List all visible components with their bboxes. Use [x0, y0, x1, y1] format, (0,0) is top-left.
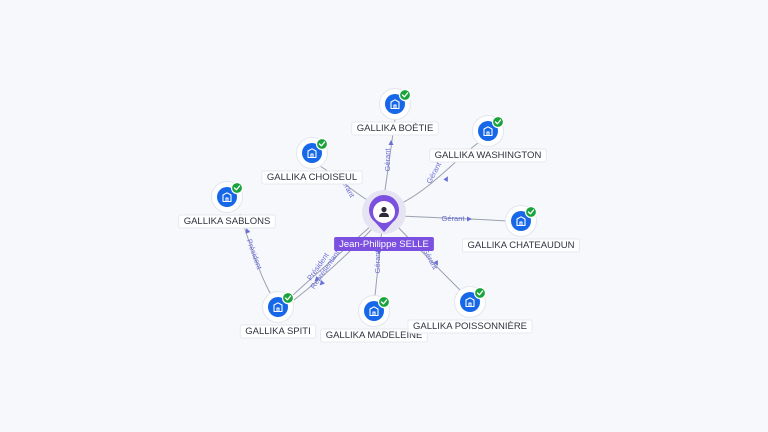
verified-check-icon [315, 137, 329, 151]
edge-arrow-icon [376, 250, 382, 255]
node-chateaudun[interactable]: GALLIKA CHATEAUDUN [462, 205, 580, 253]
edge-poissonniere: Gérant [395, 224, 461, 291]
building-icon [307, 148, 317, 159]
building-icon [273, 302, 283, 313]
edge-label: Gérant [383, 148, 392, 172]
node-label: GALLIKA MADELEINE [326, 330, 423, 341]
node-label: GALLIKA CHOISEUL [267, 172, 357, 183]
edge-arrow-icon [467, 216, 472, 222]
building-icon [390, 99, 400, 110]
building-icon [483, 126, 493, 137]
edge-chateaudun: Gérant [399, 214, 507, 223]
center-node[interactable]: Jean-Philippe SELLE [334, 190, 434, 251]
building-icon [516, 216, 526, 227]
node-core [511, 211, 531, 231]
edge-line [293, 226, 375, 301]
node-label: GALLIKA POISSONNIÈRE [413, 321, 527, 332]
edge-line [399, 215, 507, 222]
node-madeleine[interactable]: GALLIKA MADELEINE [320, 295, 428, 343]
node-label: GALLIKA CHATEAUDUN [468, 240, 575, 251]
node-label-box: GALLIKA MADELEINE [320, 328, 428, 343]
person-icon [379, 206, 389, 217]
center-label: Jean-Philippe SELLE [339, 239, 429, 250]
node-label: GALLIKA WASHINGTON [435, 150, 542, 161]
node-core [385, 94, 405, 114]
edge-arrow-icon [388, 140, 394, 145]
node-boetie[interactable]: GALLIKA BOÉTIE [351, 88, 439, 136]
verified-check-icon [230, 181, 244, 195]
node-core [268, 297, 288, 317]
node-label-box: GALLIKA WASHINGTON [429, 148, 547, 163]
edge-arrow-icon [319, 280, 325, 286]
verified-check-icon [281, 291, 295, 305]
verified-check-icon [524, 205, 538, 219]
node-label: GALLIKA BOÉTIE [357, 123, 434, 134]
node-label-box: GALLIKA POISSONNIÈRE [407, 319, 533, 334]
node-label-box: GALLIKA SPITI [239, 324, 317, 339]
edge-label: Gérant [442, 214, 466, 223]
node-core [460, 292, 480, 312]
center-label-box: Jean-Philippe SELLE [334, 237, 434, 251]
edge-arrow-icon [443, 176, 448, 182]
verified-check-icon [398, 88, 412, 102]
building-icon [222, 192, 232, 203]
edge-line [395, 224, 461, 291]
node-spiti[interactable]: GALLIKA SPITI [239, 291, 317, 339]
building-icon [465, 297, 475, 308]
edge-arrow-icon [245, 228, 251, 234]
node-core [478, 121, 498, 141]
edge-madeleine: Gérant [373, 227, 383, 297]
nodes-layer: GALLIKA BOÉTIE GALLIKA WASHINGTON GALLIKA … [178, 88, 580, 343]
node-poissonniere[interactable]: GALLIKA POISSONNIÈRE [407, 286, 533, 334]
node-choiseul[interactable]: GALLIKA CHOISEUL [261, 137, 363, 185]
node-label: GALLIKA SPITI [245, 326, 310, 337]
edge-label: Gérant [373, 250, 382, 274]
node-core [302, 143, 322, 163]
edge-label: Président [245, 238, 265, 272]
node-core [364, 301, 384, 321]
building-icon [369, 306, 379, 317]
edge-label: Gérant [424, 160, 443, 185]
node-label-box: GALLIKA CHOISEUL [261, 170, 363, 185]
node-sablons[interactable]: GALLIKA SABLONS [178, 181, 276, 229]
verified-check-icon [473, 286, 487, 300]
edge-arrow-icon [433, 260, 438, 266]
node-washington[interactable]: GALLIKA WASHINGTON [429, 115, 547, 163]
edge-line [374, 227, 383, 297]
verified-check-icon [491, 115, 505, 129]
node-label: GALLIKA SABLONS [184, 216, 271, 227]
node-core [217, 187, 237, 207]
edge-line [291, 224, 373, 297]
verified-check-icon [377, 295, 391, 309]
node-label-box: GALLIKA CHATEAUDUN [462, 238, 580, 253]
node-label-box: GALLIKA BOÉTIE [351, 121, 439, 136]
node-label-box: GALLIKA SABLONS [178, 214, 276, 229]
